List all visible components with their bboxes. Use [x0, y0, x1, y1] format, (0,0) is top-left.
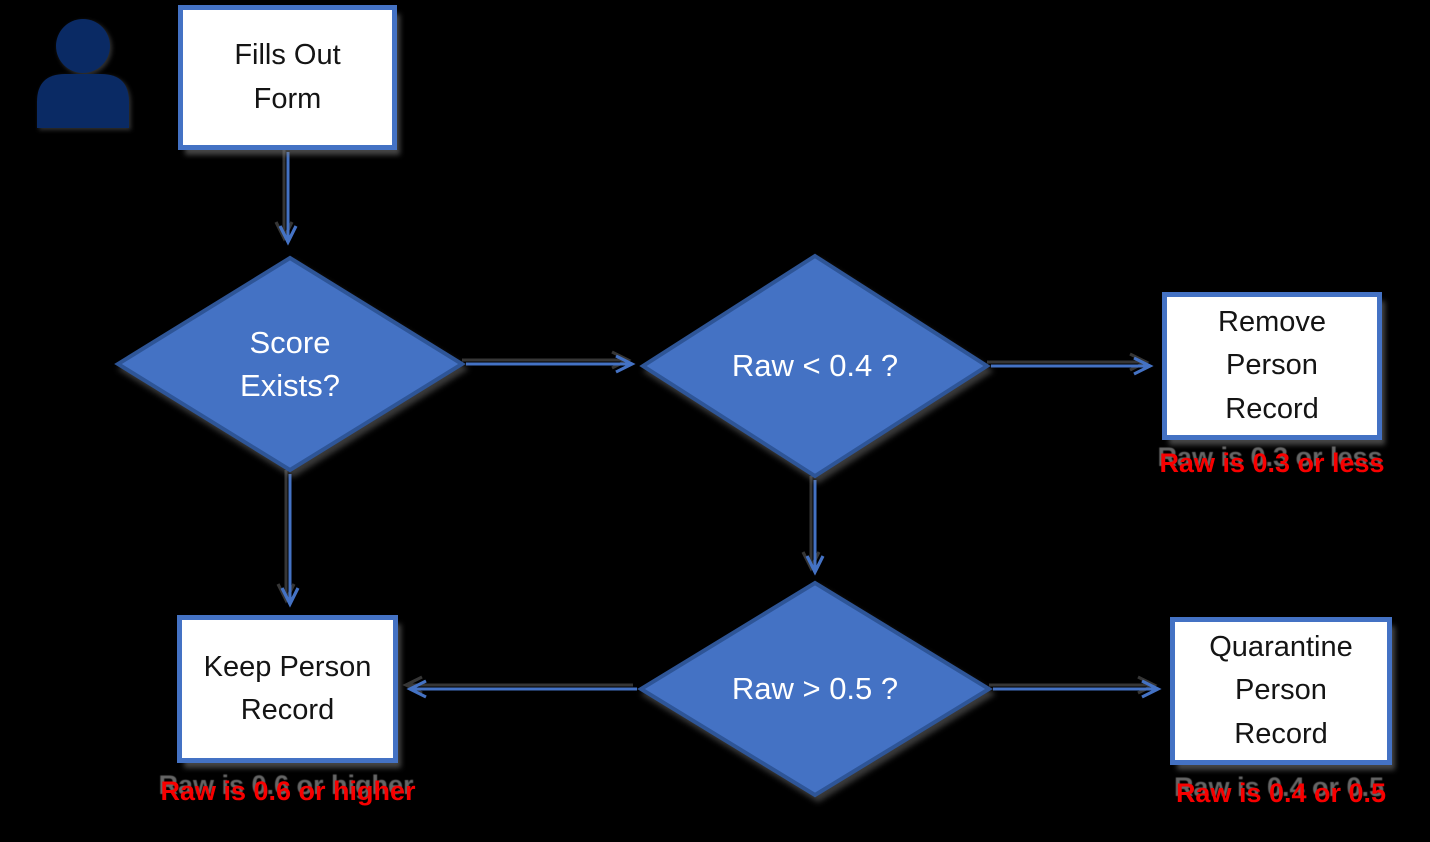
person-icon: [37, 19, 129, 128]
process-box-keep-person-record: Keep Person Record: [177, 615, 398, 763]
process-label-quarantine-person-record: Quarantine Person Record: [1209, 630, 1353, 750]
process-label-remove-person-record: Remove Person Record: [1218, 305, 1326, 425]
process-box-quarantine-person-record: Quarantine Person Record: [1170, 617, 1392, 765]
decision-diamonds: [114, 253, 993, 798]
decision-diamond-raw-lt-04: [639, 253, 991, 479]
decision-diamond-score-exists: [114, 255, 466, 473]
process-label-keep-person-record: Keep Person Record: [203, 650, 372, 727]
decision-diamond-raw-gt-05: [637, 580, 993, 798]
annotation-keep-person-record: Raw is 0.6 or higher: [160, 776, 416, 806]
annotation-remove-person-record: Raw is 0.3 or less: [1159, 448, 1385, 478]
process-box-fills-out-form: Fills Out Form: [178, 5, 397, 150]
annotation-quarantine-person-record: Raw is 0.4 or 0.5: [1175, 778, 1387, 808]
connectors: [278, 152, 1162, 699]
process-label-fills-out-form: Fills Out Form: [234, 39, 341, 115]
process-box-remove-person-record: Remove Person Record: [1162, 292, 1382, 440]
